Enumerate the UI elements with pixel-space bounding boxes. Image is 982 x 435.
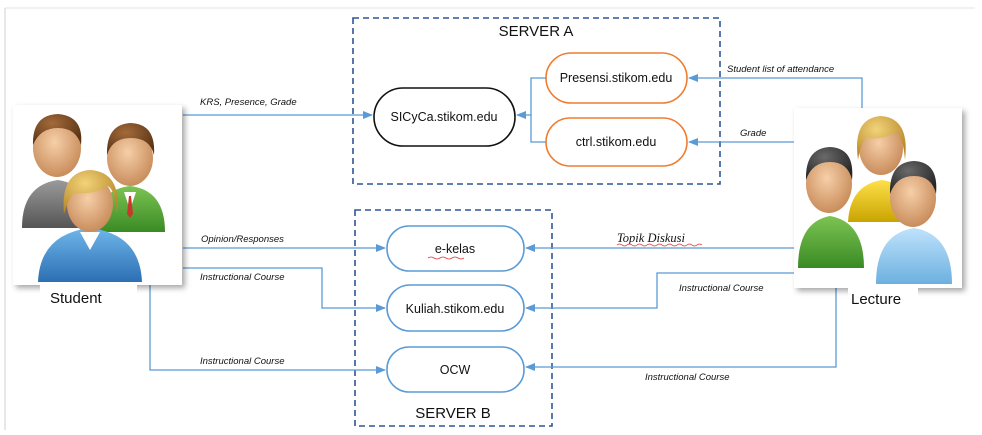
edge-ctrl-sicyca	[530, 115, 546, 143]
server-b-title: SERVER B	[415, 405, 491, 422]
node-sicyca[interactable]: SICyCa.stikom.edu	[373, 87, 516, 147]
edge-presensi-sicyca	[516, 77, 546, 119]
node-presensi[interactable]: Presensi.stikom.edu	[545, 52, 688, 104]
server-b-box	[354, 209, 553, 427]
lecture-label: Lecture	[851, 291, 901, 308]
edge-attendance	[688, 74, 863, 108]
student-actor: Student	[13, 105, 182, 307]
node-presensi-label: Presensi.stikom.edu	[560, 71, 673, 85]
edge-label-krs: KRS, Presence, Grade	[200, 97, 297, 108]
node-ekelas[interactable]: e-kelas	[386, 225, 525, 272]
edge-label-attendance: Student list of attendance	[727, 64, 834, 75]
edge-label-instr-lecture-ocw: Instructional Course	[645, 372, 729, 383]
edge-label-instr-lecture-kuliah: Instructional Course	[679, 283, 763, 294]
spellcheck-underline	[427, 256, 465, 260]
edge-label-instr-student-ocw: Instructional Course	[200, 356, 284, 367]
node-ekelas-label: e-kelas	[435, 242, 475, 256]
node-ctrl-label: ctrl.stikom.edu	[576, 135, 657, 149]
server-a-title: SERVER A	[499, 23, 574, 40]
student-label: Student	[50, 290, 103, 307]
node-sicyca-label: SICyCa.stikom.edu	[391, 110, 498, 124]
student-person-icon	[95, 123, 165, 232]
edge-label-instr-student-kuliah: Instructional Course	[200, 272, 284, 283]
edge-label-opinion: Opinion/Responses	[201, 234, 284, 245]
node-ocw-label: OCW	[440, 363, 471, 377]
edge-instr-lecture-kuliah	[525, 272, 795, 312]
lecture-person-icon	[876, 161, 952, 284]
server-a-box	[352, 17, 721, 185]
edge-instr-student-ocw	[149, 283, 386, 374]
edge-instr-lecture-ocw	[525, 288, 837, 371]
node-kuliah-label: Kuliah.stikom.edu	[406, 302, 505, 316]
lecture-label-bg	[848, 288, 918, 308]
edge-label-topik: Topik Diskusi	[617, 231, 685, 245]
topik-spellcheck-underline	[616, 243, 703, 247]
node-kuliah[interactable]: Kuliah.stikom.edu	[386, 284, 525, 332]
student-label-bg	[40, 285, 137, 307]
node-ctrl[interactable]: ctrl.stikom.edu	[545, 117, 688, 167]
lecture-person-icon	[798, 147, 864, 268]
lecture-actor: Lecture	[794, 108, 962, 308]
student-person-icon	[38, 170, 142, 282]
edge-instr-student-kuliah	[183, 267, 386, 312]
node-ocw[interactable]: OCW	[386, 346, 525, 393]
edge-label-grade: Grade	[740, 128, 766, 139]
